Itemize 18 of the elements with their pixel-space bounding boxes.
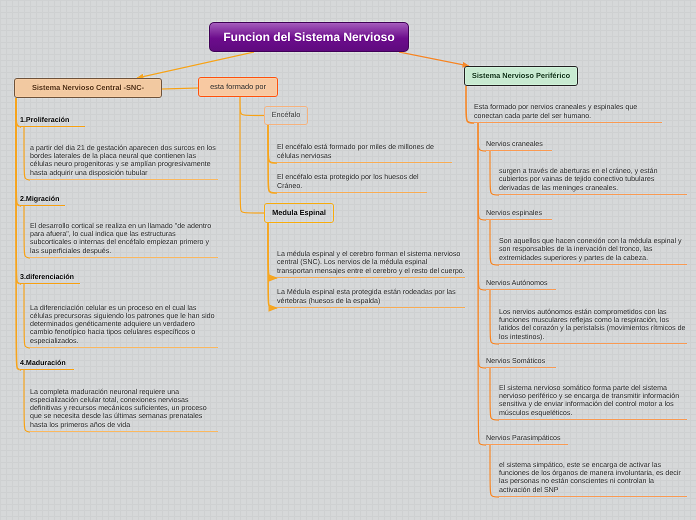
arrow [398,51,470,68]
connector-line [23,127,30,181]
connector-line [162,87,198,90]
connector-line [489,220,499,266]
connector-line [15,98,21,371]
connector-line [489,290,499,345]
connector-line [239,97,264,214]
connector-line [23,206,30,259]
connector-line [489,368,499,421]
connector-line [23,284,30,349]
connector-line [267,125,278,194]
connector-line [23,370,30,433]
arrow [136,51,254,80]
connector-line [465,86,474,124]
connector-line [477,123,486,446]
connector-line [489,151,499,196]
title-box: Funcion del Sistema Nervioso [209,22,409,52]
arrow [267,223,278,312]
